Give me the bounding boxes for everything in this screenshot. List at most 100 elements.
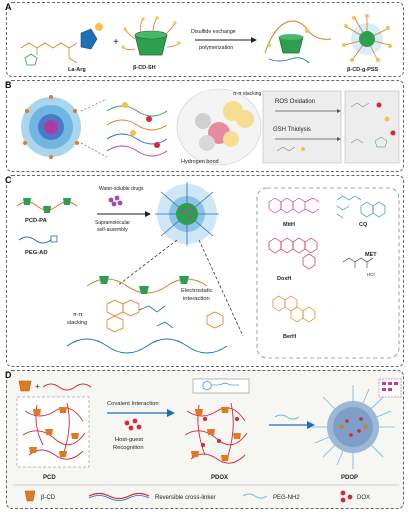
legend-peg: PEG-NH2: [242, 493, 300, 501]
panel-c: C PCD-PA PEG-AD Water-soluble drugs Supr…: [5, 175, 404, 367]
interaction-cluster: [176, 88, 262, 166]
pdop-label: PDOP: [341, 475, 358, 481]
zoom-line-bottom: [80, 142, 108, 158]
cq-structure: [336, 195, 386, 219]
la-arg-structure: [20, 42, 78, 66]
drug-name-met: MET: [365, 252, 377, 258]
pdop-particle-icon: [311, 385, 395, 469]
legend-label-beta-cd: β-CD: [41, 495, 56, 501]
panel-b: B π-π stacking: [5, 80, 404, 172]
panel-c-graphic: PCD-PA PEG-AD Water-soluble drugs Supram…: [16, 182, 400, 359]
pipi-label-1: π-π: [73, 312, 83, 318]
legend-crosslinker: Reversible cross-linker: [88, 492, 216, 501]
assembly-label-2: self-assembly: [97, 227, 128, 233]
interaction-detail: [66, 276, 228, 354]
mith-structure: [268, 197, 320, 214]
pcd-network-box: [16, 396, 90, 468]
ros-label: ROS Oxidation: [275, 99, 315, 105]
la-arg-ring-icon: [80, 23, 103, 50]
pdox-zoom-box: [192, 378, 250, 394]
peg-ad-chain: [18, 235, 58, 244]
panel-b-letter: B: [5, 80, 12, 90]
legend-label-dox: DOX: [357, 495, 370, 501]
pipi-label-2: stacking: [67, 320, 87, 326]
product-label: β-CD-g-PSS: [347, 67, 378, 73]
peg-legend-icon: [242, 493, 268, 499]
covalent-label: Covalent Interaction: [107, 401, 159, 407]
drug-library-box: [256, 187, 400, 359]
pdox-linker-structure: [202, 380, 239, 391]
plus-sign: +: [113, 37, 119, 48]
pdox-network: [184, 402, 248, 464]
pcd-pa-chain: [16, 198, 78, 213]
drug-name-mith: MitH: [283, 222, 295, 228]
panel-d: D + PCD Covalent Interaction Host-guest …: [5, 370, 404, 509]
zoom-line-top: [80, 98, 108, 112]
legend-label-crosslinker: Reversible cross-linker: [155, 495, 216, 501]
pdop-zoom-detail: [382, 382, 398, 391]
panel-a: A La-Arg + β-CD-SH Disulfide exchang: [5, 2, 404, 77]
micelle-product-icon: [342, 14, 392, 62]
electrostatic-label-2: interaction: [183, 296, 210, 302]
dox-legend-icon: [340, 490, 353, 503]
panel-b-graphic: π-π stacking Hydrogen bond ROS Oxidation…: [21, 88, 400, 166]
gsh-arrow: [275, 137, 341, 141]
pdox-label: PDOX: [211, 475, 228, 481]
beta-cd-legend-icon: [24, 490, 36, 502]
hbond-label: Hydrogen bond: [181, 159, 219, 165]
zoom-line-left: [116, 239, 178, 287]
dox-drug-icon: [124, 418, 142, 431]
assembled-micelle-icon: [155, 182, 219, 246]
polymer-chains: [106, 105, 168, 157]
arrow-label-bottom: polymerization: [199, 45, 233, 51]
drug-cluster-icon: [108, 195, 123, 207]
nanoparticle-icon: [21, 95, 81, 159]
crosslinker-legend-icon: [88, 492, 150, 500]
peg-ad-label: PEG-AD: [25, 250, 48, 256]
berh-structure: [272, 295, 316, 323]
pcd-network: [22, 402, 86, 460]
panel-a-graphic: La-Arg + β-CD-SH Disulfide exchange poly…: [20, 14, 392, 73]
legend-label-peg: PEG-NH2: [273, 495, 300, 501]
d-plus-sign: +: [35, 382, 40, 391]
drug-name-doxh: DoxH: [277, 276, 291, 282]
electrostatic-label-1: Electrostatic: [181, 288, 213, 294]
hostguest-label-1: Host-guest: [115, 437, 143, 443]
pcd-label: PCD: [43, 475, 56, 481]
product-box: [344, 90, 400, 164]
met-structure: [342, 257, 374, 268]
panel-d-letter: D: [5, 370, 12, 380]
pi-stacking-label: π-π stacking: [233, 91, 262, 97]
doxh-structure: [268, 237, 318, 270]
arrow-label-top: Disulfide exchange: [191, 29, 236, 35]
polymer-product-icon: [264, 20, 332, 64]
crosslinker-reagent: [42, 383, 92, 391]
panel-d-graphic: + PCD Covalent Interaction Host-guest Re…: [13, 378, 402, 503]
drug-name-berh: BerH: [283, 334, 296, 340]
la-arg-label: La-Arg: [68, 67, 86, 73]
reaction-arrowhead: [251, 37, 257, 43]
beta-cd-sh-label: β-CD-SH: [133, 65, 156, 71]
panel-c-letter: C: [5, 175, 12, 185]
degradation-products: [350, 102, 396, 148]
drug-spheres: [122, 102, 160, 148]
peg-reagent: [274, 414, 300, 420]
zoom-line-right: [198, 239, 244, 337]
assembly-arrow: [97, 211, 151, 217]
small-molecule-icons: [276, 146, 305, 152]
drug-name-cq: CQ: [359, 222, 368, 228]
panel-a-letter: A: [5, 2, 12, 12]
covalent-arrow: [107, 409, 175, 417]
legend-dox: DOX: [340, 490, 370, 503]
drugs-label: Water-soluble drugs: [99, 186, 144, 192]
met-hcl-label: HCl: [367, 272, 375, 277]
assembly-label-1: Supramolecular: [95, 220, 130, 226]
response-box: [262, 90, 342, 164]
beta-cd-sh-icon: [121, 16, 181, 56]
ros-arrow: [275, 109, 341, 113]
hostguest-label-2: Recognition: [113, 445, 144, 451]
legend-beta-cd: β-CD: [24, 490, 56, 502]
pegylation-arrow: [269, 421, 315, 429]
pcd-pa-label: PCD-PA: [25, 218, 48, 224]
pcd-reagent-icon: [18, 380, 32, 392]
